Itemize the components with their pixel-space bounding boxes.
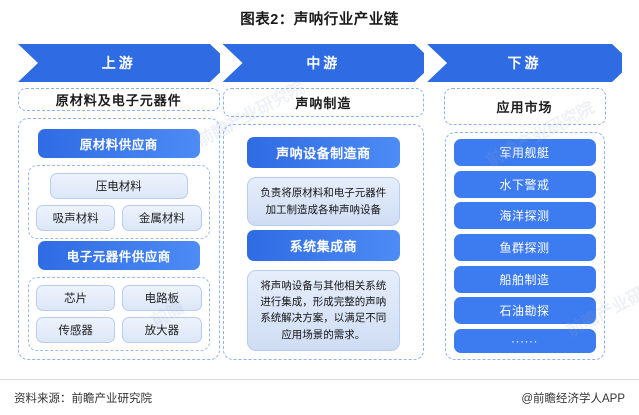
upstream-pill-raw-materials: 原材料供应商 xyxy=(38,129,200,158)
downstream-item-shipbuilding: 船舶制造 xyxy=(453,265,596,293)
page-title: 图表2：声呐行业产业链 xyxy=(240,12,399,28)
downstream-item-more: ······ xyxy=(453,328,596,353)
banner-segment-upstream: 上游 xyxy=(18,44,220,82)
midstream-body: 声呐设备制造商 负责将原材料和电子元器件加工制造成各种声呐设备 系统集成商 将声… xyxy=(222,124,425,360)
upstream-group-electronic-components: 芯片 电路板 传感器 放大器 xyxy=(28,277,210,351)
footer-source: 资料来源：前瞻产业研究院 xyxy=(14,392,152,405)
chip-sound-absorbing-material: 吸声材料 xyxy=(36,205,116,231)
chip-circuit-board: 电路板 xyxy=(122,285,202,311)
footer: 资料来源：前瞻产业研究院 @前瞻经济学人APP xyxy=(0,379,639,415)
chip-chip: 芯片 xyxy=(36,285,116,311)
chip-row: 芯片 电路板 xyxy=(36,285,202,311)
midstream-pill-system-integrator: 系统集成商 xyxy=(246,229,401,261)
midstream-desc-equipment-manufacturer: 负责将原材料和电子元器件加工制造成各种声呐设备 xyxy=(246,177,401,226)
upstream-group-raw-materials: 压电材料 吸声材料 金属材料 xyxy=(28,165,210,239)
banner-label-midstream: 中游 xyxy=(306,55,341,71)
midstream-heading: 声呐制造 xyxy=(222,88,425,118)
banner-segment-downstream: 下游 xyxy=(427,44,622,82)
banner-segment-midstream: 中游 xyxy=(222,44,425,82)
chip-metal-material: 金属材料 xyxy=(122,205,202,231)
downstream-item-military-vessel: 军用舰艇 xyxy=(453,139,596,166)
footer-attribution: @前瞻经济学人APP xyxy=(521,392,625,405)
banner-label-upstream: 上游 xyxy=(101,55,136,71)
chip-piezo-material: 压电材料 xyxy=(50,173,188,199)
midstream-pill-equipment-manufacturer: 声呐设备制造商 xyxy=(246,137,401,169)
upstream-pill-electronic-components: 电子元器件供应商 xyxy=(38,241,200,270)
downstream-item-underwater-surveillance: 水下警戒 xyxy=(453,170,596,198)
midstream-desc-system-integrator: 将声呐设备与其他相关系统进行集成，形成完整的声呐系统解决方案，以满足不同应用场景… xyxy=(246,269,401,351)
downstream-item-oil-exploration: 石油勘探 xyxy=(453,297,596,325)
chip-amplifier: 放大器 xyxy=(122,317,202,343)
upstream-body: 原材料供应商 压电材料 吸声材料 金属材料 电子元器件供应商 芯片 电路板 传感… xyxy=(18,118,220,360)
chip-sensor: 传感器 xyxy=(36,317,116,343)
column-midstream: 声呐制造 声呐设备制造商 负责将原材料和电子元器件加工制造成各种声呐设备 系统集… xyxy=(222,88,425,360)
chip-row: 传感器 放大器 xyxy=(36,317,202,343)
column-upstream: 原材料及电子元器件 原材料供应商 压电材料 吸声材料 金属材料 电子元器件供应商… xyxy=(18,88,220,360)
downstream-body: 军用舰艇 水下警戒 海洋探测 鱼群探测 船舶制造 石油勘探 ······ xyxy=(444,132,605,360)
chip-row: 吸声材料 金属材料 xyxy=(36,205,202,231)
banner-label-downstream: 下游 xyxy=(507,55,542,71)
value-chain-banner: 上游 中游 下游 xyxy=(18,44,622,82)
downstream-item-ocean-exploration: 海洋探测 xyxy=(453,202,596,230)
upstream-heading: 原材料及电子元器件 xyxy=(18,88,220,111)
downstream-item-fish-detection: 鱼群探测 xyxy=(453,233,596,261)
column-downstream: 应用市场 军用舰艇 水下警戒 海洋探测 鱼群探测 船舶制造 石油勘探 ·····… xyxy=(427,88,622,360)
value-chain-columns: 原材料及电子元器件 原材料供应商 压电材料 吸声材料 金属材料 电子元器件供应商… xyxy=(18,88,622,360)
downstream-heading: 应用市场 xyxy=(443,88,606,125)
